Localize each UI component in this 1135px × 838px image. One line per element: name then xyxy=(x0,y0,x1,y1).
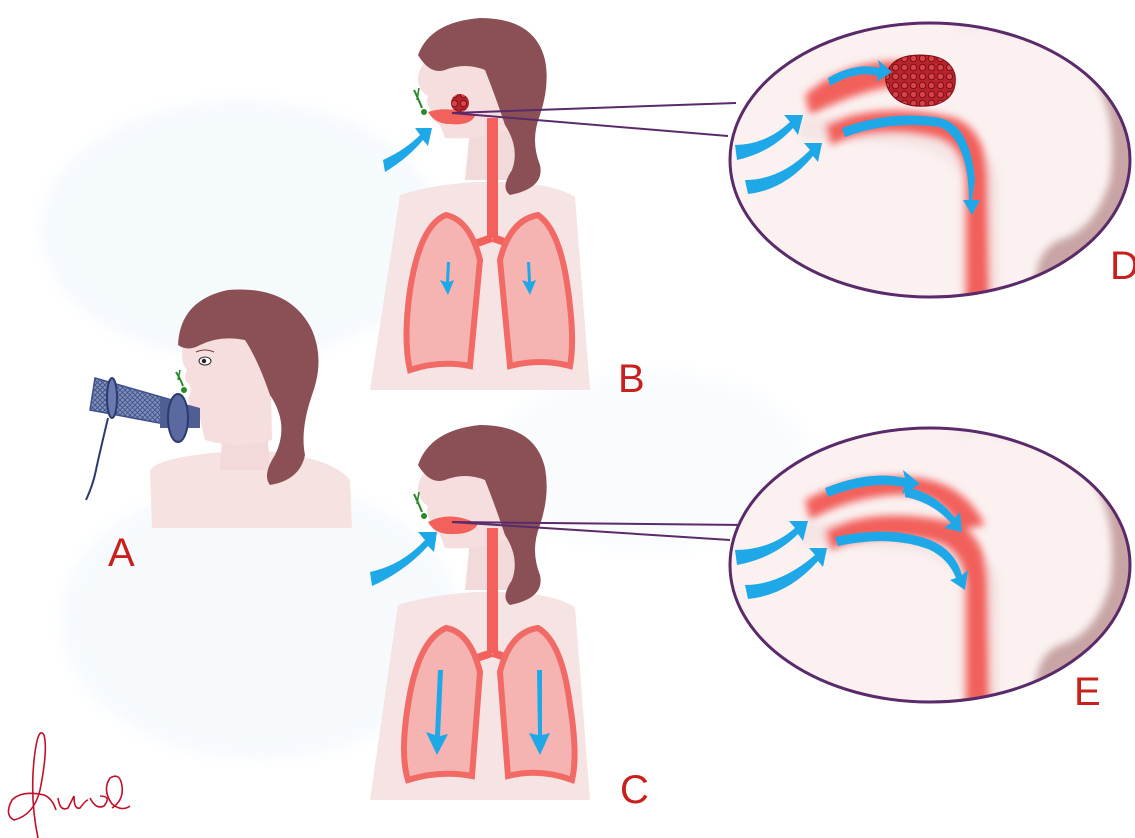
artist-signature xyxy=(8,733,130,838)
obstruction-b xyxy=(451,94,469,112)
blockage-icon xyxy=(886,55,956,106)
panel-label-d: D xyxy=(1110,246,1135,286)
trachea-b xyxy=(487,118,498,238)
device-cable xyxy=(86,418,108,500)
panel-label-e: E xyxy=(1074,672,1101,712)
figure-b-torso xyxy=(370,18,736,390)
inset-e-clear-airway xyxy=(730,425,1135,705)
droplet-icon xyxy=(176,370,187,393)
trachea-c xyxy=(487,528,498,653)
panel-label-b: B xyxy=(618,359,645,399)
panel-label-c: C xyxy=(620,770,649,810)
inset-d-nasal-obstruction xyxy=(730,20,1135,300)
panel-label-a: A xyxy=(108,533,135,573)
